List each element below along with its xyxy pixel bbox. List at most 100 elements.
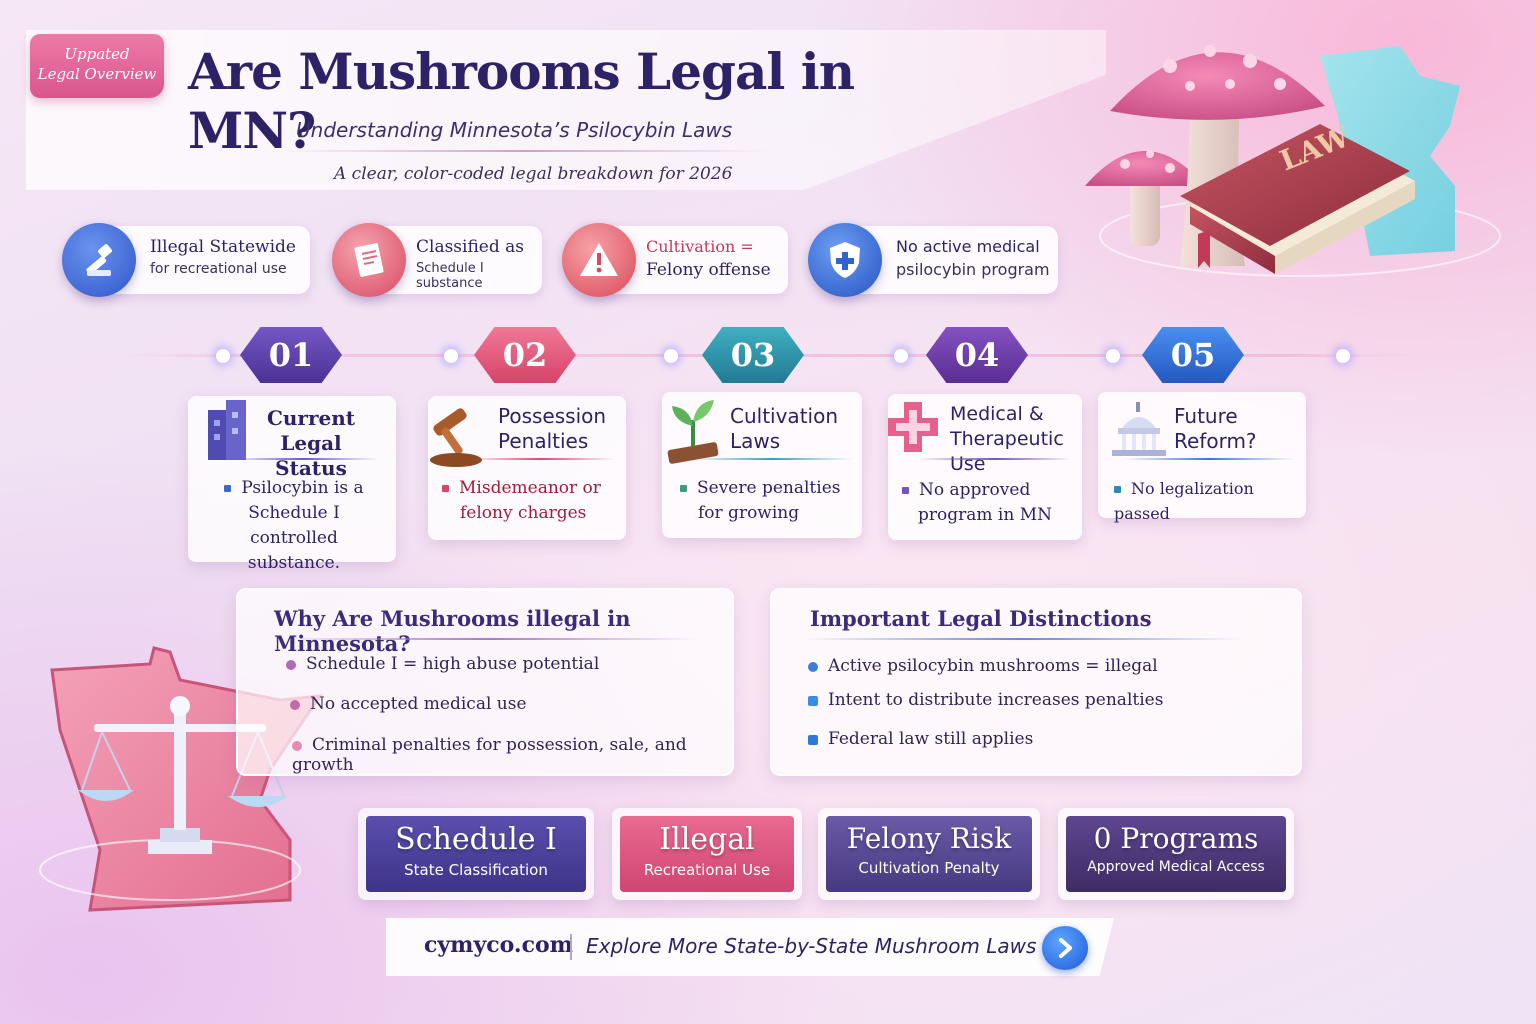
- step-divider: [692, 458, 852, 460]
- step-divider: [1124, 458, 1294, 460]
- stat-card-illegal: Illegal Recreational Use: [612, 808, 802, 900]
- document-icon: [332, 223, 406, 297]
- panel-divider: [802, 638, 1242, 640]
- plant-icon: [667, 400, 719, 464]
- fact-title: Classified as: [416, 237, 525, 257]
- footer-divider: [570, 934, 572, 960]
- timeline-node: [1106, 349, 1120, 363]
- step-number-05: 05: [1142, 327, 1244, 383]
- footer-cta-bar[interactable]: [386, 918, 1114, 976]
- step-card-future-reform: Future Reform? No legalization passed: [1098, 392, 1306, 523]
- step-divider: [468, 458, 614, 460]
- fact-subtitle: psilocybin program: [896, 260, 1050, 279]
- bullet-marker: [286, 659, 296, 670]
- step-title-line: Therapeutic Use: [950, 428, 1064, 475]
- fact-schedule-i: Classified as Schedule I substance: [332, 223, 542, 297]
- small-mushroom-icon: [1085, 150, 1205, 246]
- stat-value: Felony Risk: [846, 822, 1012, 855]
- bullet-marker: [808, 734, 818, 745]
- panel-item: No accepted medical use: [290, 694, 527, 714]
- step-card-cultivation: Cultivation Laws Severe penalties for gr…: [662, 392, 862, 538]
- panel-item: Criminal penalties for possession, sale,…: [292, 735, 687, 775]
- bullet-marker: [292, 740, 302, 751]
- step-divider: [918, 458, 1072, 460]
- fact-subtitle: Schedule I substance: [416, 261, 484, 291]
- bullet-marker: [1114, 486, 1121, 493]
- step-bullet: Severe penalties for growing: [680, 476, 860, 526]
- fact-cultivation-felony: Cultivation = Felony offense: [562, 223, 788, 297]
- law-book-icon: LAW: [1180, 120, 1415, 274]
- why-illegal-panel: Why Are Mushrooms illegal in Minnesota? …: [236, 588, 734, 776]
- fact-subtitle: Felony offense: [646, 260, 771, 280]
- stat-value: Illegal: [659, 822, 755, 857]
- medical-cross-icon: [888, 402, 938, 452]
- tagline: A clear, color-coded legal breakdown for…: [334, 164, 733, 184]
- panel-title: Important Legal Distinctions: [810, 606, 1152, 631]
- bullet-marker: [680, 485, 687, 492]
- stat-value: 0 Programs: [1093, 822, 1259, 855]
- panel-item: Active psilocybin mushrooms = illegal: [808, 656, 1158, 676]
- step-title-line: Medical &: [950, 403, 1044, 425]
- updated-badge: Uppated Legal Overview: [30, 34, 164, 98]
- minnesota-shape-icon: [1320, 46, 1460, 256]
- timeline-node: [216, 349, 230, 363]
- next-arrow-button[interactable]: [1042, 926, 1088, 970]
- fact-illegal-statewide: Illegal Statewide for recreational use: [62, 223, 310, 297]
- step-card-possession: Possession Penalties Misdemeanor or felo…: [428, 396, 626, 540]
- step-bullet: Psilocybin is a Schedule I controlled su…: [204, 476, 384, 576]
- step-title-line: Penalties: [498, 429, 589, 453]
- step-title-line: Status: [275, 456, 347, 480]
- panel-title: Why Are Mushrooms illegal in Minnesota?: [274, 606, 631, 656]
- fact-no-medical-program: No active medical psilocybin program: [808, 223, 1058, 297]
- fact-title: Cultivation =: [646, 237, 754, 256]
- stat-label: State Classification: [404, 861, 548, 879]
- stat-card-felony-risk: Felony Risk Cultivation Penalty: [818, 808, 1040, 900]
- building-icon: [208, 400, 246, 460]
- stat-label: Approved Medical Access: [1087, 859, 1265, 875]
- step-card-current-status: Current Legal Status Psilocybin is a Sch…: [188, 396, 396, 573]
- step-number-02: 02: [474, 327, 576, 383]
- subtitle-divider: [280, 150, 770, 152]
- legal-distinctions-panel: Important Legal Distinctions Active psil…: [770, 588, 1302, 776]
- panel-item: Schedule I = high abuse potential: [286, 654, 599, 674]
- gavel-icon: [62, 223, 136, 297]
- step-title-line: Possession: [498, 404, 607, 428]
- stat-value: Schedule I: [395, 822, 557, 857]
- medical-shield-icon: [808, 223, 882, 297]
- step-bullet: Misdemeanor or felony charges: [442, 476, 622, 526]
- fact-subtitle: for recreational use: [150, 261, 287, 277]
- bullet-marker: [902, 487, 909, 494]
- badge-line-2: Legal Overview: [37, 65, 157, 83]
- explore-more-link[interactable]: Explore More State-by-State Mushroom Law…: [586, 934, 1037, 958]
- step-title-line: Current Legal: [266, 406, 356, 455]
- step-title-line: Cultivation: [730, 404, 838, 428]
- panel-item: Federal law still applies: [808, 729, 1033, 749]
- step-number-01: 01: [240, 327, 342, 383]
- timeline-node: [664, 349, 678, 363]
- fact-title: No active medical: [896, 237, 1040, 256]
- step-title-line: Future: [1174, 404, 1238, 428]
- timeline-node: [894, 349, 908, 363]
- stat-label: Recreational Use: [643, 861, 771, 879]
- fact-title: Illegal Statewide: [150, 237, 296, 257]
- step-title-line: Laws: [730, 429, 781, 453]
- warning-icon: [562, 223, 636, 297]
- page-title: Are Mushrooms Legal in MN?: [188, 42, 855, 160]
- gavel-icon: [430, 408, 482, 467]
- bullet-marker: [808, 661, 818, 672]
- step-number-03: 03: [702, 327, 804, 383]
- stat-card-programs: 0 Programs Approved Medical Access: [1058, 808, 1294, 900]
- bullet-marker: [224, 485, 232, 492]
- page-subtitle: Understanding Minnesota’s Psilocybin Law…: [296, 118, 733, 142]
- badge-line-1: Uppated: [64, 45, 130, 63]
- chevron-right-icon: [1059, 938, 1072, 958]
- step-card-medical: Medical & Therapeutic Use No approved pr…: [888, 394, 1082, 540]
- step-bullet: No legalization passed: [1114, 479, 1254, 523]
- stat-card-classification: Schedule I State Classification: [358, 808, 594, 900]
- site-link[interactable]: cymyco.com: [424, 932, 573, 958]
- step-title-line: Reform?: [1174, 429, 1257, 453]
- stat-label: Cultivation Penalty: [858, 859, 1000, 877]
- timeline-node: [1336, 349, 1350, 363]
- bullet-marker: [442, 485, 449, 492]
- bullet-marker: [808, 695, 818, 706]
